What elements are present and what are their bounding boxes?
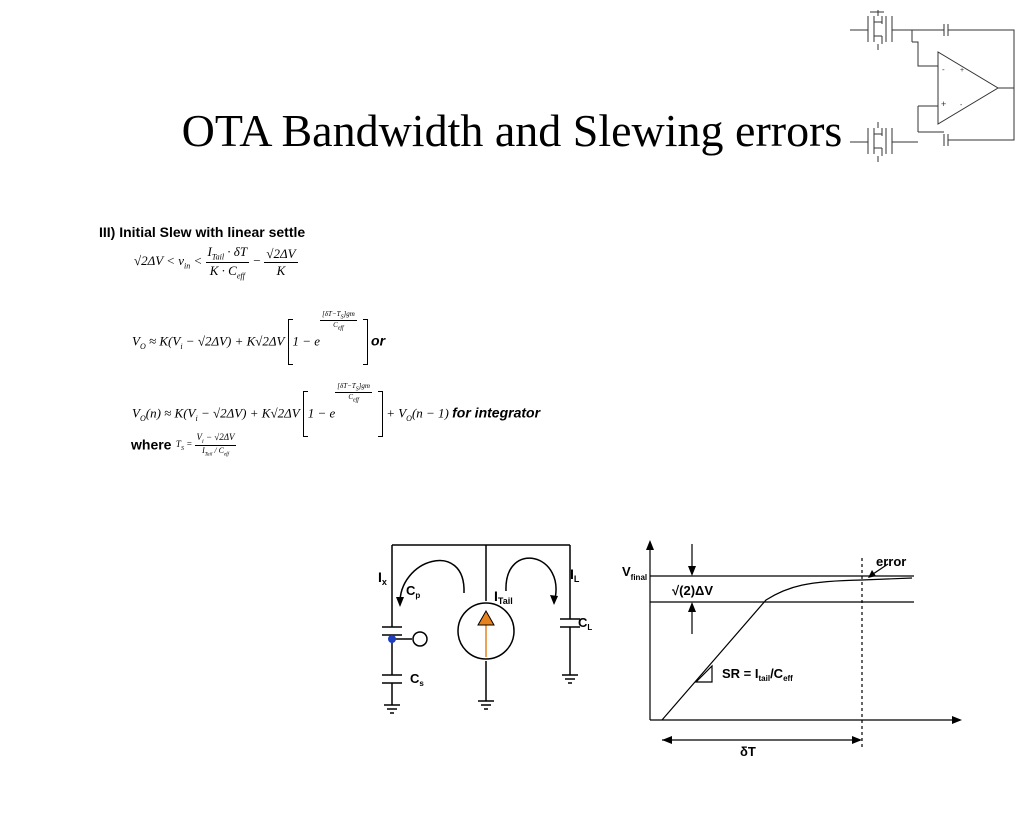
- cl-capacitor: [560, 545, 580, 684]
- svg-text:+: +: [960, 67, 964, 74]
- label-itail: ITail: [494, 588, 513, 606]
- eq2-body: ≈ K(V: [148, 333, 181, 349]
- eq4-num-sub: i: [202, 438, 204, 445]
- eq2-exp-den: C: [333, 321, 338, 330]
- eq3-bracket: 1 − e: [307, 405, 336, 421]
- eq1-frac1-den-sub: eff: [236, 271, 245, 281]
- eq1-frac1: ITail · δT K · Ceff: [205, 244, 250, 281]
- tail-source-arrow: [477, 609, 495, 626]
- eq1-minus: −: [252, 253, 262, 269]
- eq1-frac2-den: K: [276, 262, 286, 278]
- eq4-den-num-sub: Tail: [204, 452, 213, 458]
- cs-capacitor: [382, 639, 402, 714]
- eq2-exp-num-sub: S: [340, 314, 344, 321]
- eq1-lhs: √2ΔV < v: [134, 253, 185, 269]
- label-il: IL: [570, 566, 580, 584]
- eq2-exp-num: [δT−T: [322, 310, 341, 318]
- eq4-den-den: C: [218, 445, 224, 455]
- label-cp: Cp: [406, 583, 420, 600]
- label-delta-t: δT: [740, 744, 756, 759]
- eq4-ts-sub: S: [180, 445, 184, 452]
- eq4-where: where: [131, 436, 172, 453]
- eq2-exp-num-rest: ]gm: [343, 310, 355, 318]
- label-delta-v: √(2)ΔV: [672, 583, 713, 598]
- eq4-num-rest: − √2ΔV: [205, 432, 235, 442]
- eq4-num: V: [196, 432, 203, 442]
- label-error: error: [876, 554, 906, 569]
- equation-integrator-output: VO(n) ≈ K(Vi − √2ΔV) + K√2ΔV 1 − e[δT−TS…: [132, 382, 541, 438]
- left-arc-arrowhead: [396, 597, 404, 607]
- eq3-tail-rest: (n − 1): [411, 405, 449, 421]
- slide-title: OTA Bandwidth and Slewing errors: [181, 105, 843, 156]
- ota-circuit-diagram: Ix Cp Cs ITail IL CL: [378, 544, 592, 714]
- svg-text:+: +: [941, 99, 946, 109]
- eq1-frac1-num: I: [207, 244, 212, 259]
- eq4-den-num: I: [202, 445, 205, 455]
- eq2-bracket: 1 − e: [292, 333, 321, 349]
- input-terminal: [412, 631, 428, 647]
- eq3-tail-sub: O: [406, 413, 412, 423]
- eq3-exp-den-sub: eff: [353, 397, 359, 404]
- eq3-body: (n) ≈ K(V: [145, 405, 196, 421]
- eq3-suffix: for integrator: [452, 404, 541, 421]
- eq3-vo: V: [132, 405, 140, 421]
- eq4-ts: T: [175, 438, 181, 449]
- output-response-curve: [661, 577, 913, 721]
- eq1-frac2: √2ΔV K: [264, 245, 298, 279]
- eq3-exp-num-rest: ]gm: [358, 382, 370, 390]
- cp-capacitor: [382, 626, 402, 636]
- section-subtitle: III) Initial Slew with linear settle: [99, 224, 306, 240]
- svg-text:-: -: [942, 65, 945, 74]
- eq3-tail: + V: [386, 405, 407, 421]
- eq1-lt: <: [193, 253, 203, 269]
- slew-settle-graph: Vfinal error √(2)ΔV SR = Itail/Ceff δT: [622, 540, 962, 759]
- eq1-frac1-num-rest: · δT: [227, 244, 248, 259]
- eq3-vo-sub: O: [139, 413, 146, 423]
- eq2-exp-den-sub: eff: [337, 325, 344, 332]
- equation-slew-condition: √2ΔV < vin < ITail · δT K · Ceff − √2ΔV …: [134, 244, 298, 280]
- eq2-vi-sub: i: [180, 341, 183, 351]
- eq3-body2: − √2ΔV) + K√2ΔV: [200, 405, 300, 421]
- svg-text:-: -: [960, 102, 963, 109]
- slew-rate-triangle: [694, 664, 713, 683]
- eq4-frac: Vi − √2ΔV ITail / Ceff: [194, 432, 237, 458]
- equation-slew-time: where TS = Vi − √2ΔV ITail / Ceff: [131, 432, 237, 458]
- label-cl: CL: [578, 615, 592, 632]
- eq2-vo-sub: O: [139, 341, 146, 351]
- corner-schematic: - + + -: [850, 10, 1015, 162]
- label-ix: Ix: [378, 569, 387, 587]
- eq4-den-den-sub: eff: [223, 452, 229, 458]
- eq4-eq: =: [186, 438, 193, 449]
- eq2-suffix: or: [371, 332, 386, 349]
- eq1-frac1-den: K · C: [209, 262, 237, 278]
- right-arc-arrowhead: [550, 595, 558, 605]
- eq1-frac2-num: √2ΔV: [264, 245, 298, 263]
- left-current-arc: [399, 559, 465, 606]
- eq1-frac1-num-sub: Tail: [211, 252, 225, 262]
- label-slew-rate: SR = Itail/Ceff: [722, 666, 793, 683]
- eq2-body2: − √2ΔV) + K√2ΔV: [185, 333, 285, 349]
- eq1-lhs-sub: in: [184, 261, 191, 271]
- eq3-vi-sub: i: [195, 413, 198, 423]
- eq2-vo: V: [132, 333, 140, 349]
- right-current-arc: [505, 557, 557, 604]
- equation-output-voltage: VO ≈ K(Vi − √2ΔV) + K√2ΔV 1 − e[δT−TS]gm…: [132, 310, 386, 366]
- label-vfinal: Vfinal: [622, 564, 647, 582]
- eq3-exp-den: C: [348, 393, 353, 402]
- eq3-exp-num-sub: S: [355, 386, 359, 393]
- eq3-exp-num: [δT−T: [337, 382, 356, 390]
- label-cs: Cs: [410, 671, 424, 688]
- input-node-dot: [388, 635, 396, 643]
